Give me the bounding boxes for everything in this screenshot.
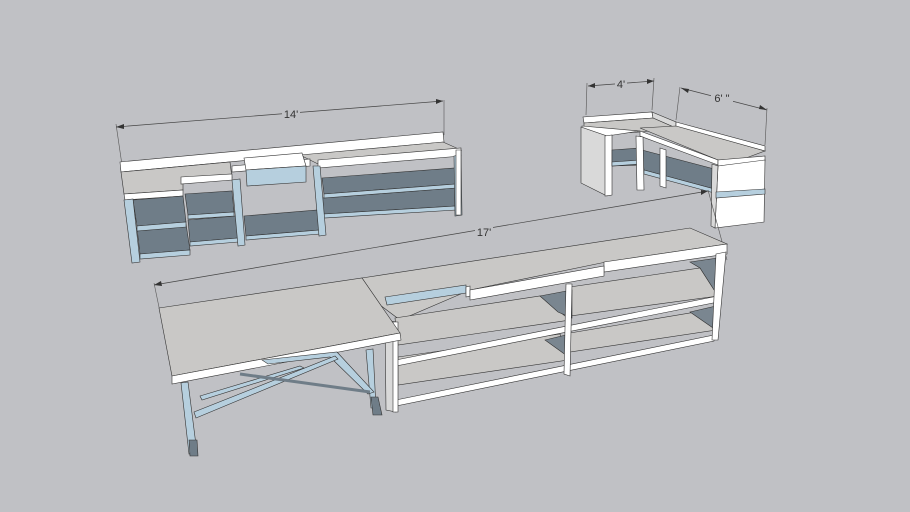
dimension-line-14 — [115, 100, 444, 128]
dimension-label-17: 17' — [477, 227, 491, 239]
dimension-label-14: 14' — [284, 109, 298, 121]
bench-17-model[interactable] — [153, 189, 729, 457]
corner-unit-model[interactable] — [580, 77, 768, 229]
bench-14-model[interactable] — [115, 99, 463, 264]
dimension-label-4: 4' — [617, 79, 625, 91]
dimension-line-17 — [153, 190, 709, 286]
dimension-label-6: 6' " — [714, 93, 729, 105]
